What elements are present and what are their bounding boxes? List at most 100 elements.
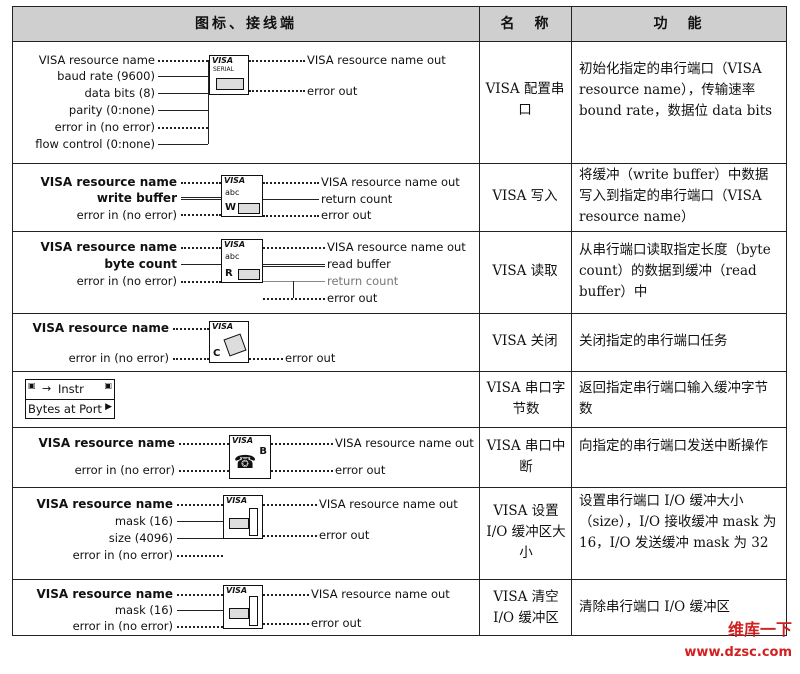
terminal-label: VISA resource name out xyxy=(307,53,446,67)
visa-close-diagram: VISA resource name error in (no error) V… xyxy=(13,313,473,371)
terminal-label: VISA resource name xyxy=(40,240,177,254)
terminal-label: VISA resource name out xyxy=(321,175,460,189)
function-description: 关闭指定的串行端口任务 xyxy=(579,333,728,349)
icon-title: VISA xyxy=(232,436,254,445)
visa-read-diagram: VISA resource name byte count error in (… xyxy=(13,231,473,313)
property-node: ▣ → Instr ▣ Bytes at Port ▶ xyxy=(25,379,115,419)
icon-title: VISA xyxy=(224,176,246,185)
table-row: VISA resource name write buffer error in… xyxy=(13,163,786,231)
terminal-label: return count xyxy=(327,274,399,288)
function-description: 返回指定串行端口输入缓冲字节数 xyxy=(579,380,768,417)
visa-write-icon: VISA abc W xyxy=(221,175,263,217)
terminal-label: error in (no error) xyxy=(74,463,175,477)
visa-read-icon: VISA abc R xyxy=(221,239,263,283)
terminal-label: error in (no error) xyxy=(76,208,177,222)
terminal-label: VISA resource name xyxy=(32,321,169,335)
function-name: VISA 配置串口 xyxy=(485,81,565,118)
table-row: VISA resource name mask (16) error in (n… xyxy=(13,579,786,635)
function-table: 图标、接线端 名 称 功 能 VISA resource name baud r… xyxy=(12,6,787,636)
visa-serial-icon: VISA SERIAL xyxy=(209,55,249,95)
terminal-label: VISA resource name xyxy=(36,497,173,511)
terminal-label: VISA resource name xyxy=(36,587,173,601)
terminal-label: size (4096) xyxy=(108,531,173,545)
icon-title: VISA xyxy=(212,322,234,331)
table-row: VISA resource name byte count error in (… xyxy=(13,231,786,313)
icon-subtitle: SERIAL xyxy=(213,66,234,73)
visa-flush-buffer-diagram: VISA resource name mask (16) error in (n… xyxy=(13,579,473,635)
terminal-label: VISA resource name xyxy=(38,436,175,450)
header-function: 功 能 xyxy=(653,16,705,32)
function-description: 初始化指定的串行端口（VISA resource name），传输速率 boun… xyxy=(579,61,773,119)
function-name: VISA 写入 xyxy=(492,188,558,204)
visa-set-buffer-size-diagram: VISA resource name mask (16) size (4096)… xyxy=(13,487,473,579)
terminal-label: error out xyxy=(307,84,358,98)
function-description: 将缓冲（write buffer）中数据写入到指定的串行端口（VISA reso… xyxy=(579,167,769,225)
visa-flush-buffer-icon: VISA xyxy=(223,585,263,629)
terminal-label: error out xyxy=(285,351,336,365)
table-row: VISA resource name baud rate (9600) data… xyxy=(13,41,786,163)
table-row: VISA resource name error in (no error) V… xyxy=(13,427,786,487)
function-description: 设置串行端口 I/O 缓冲大小（size），I/O 接收缓冲 mask 为 16… xyxy=(579,493,777,551)
terminal-label: parity (0:none) xyxy=(68,103,155,117)
terminal-label: error in (no error) xyxy=(68,351,169,365)
terminal-label: VISA resource name out xyxy=(327,240,466,254)
terminal-label: byte count xyxy=(104,257,177,271)
terminal-label: VISA resource name out xyxy=(335,436,474,450)
icon-text: abc xyxy=(225,188,240,197)
terminal-label: error in (no error) xyxy=(72,619,173,633)
watermark-url: www.dzsc.com xyxy=(684,645,792,660)
icon-title: VISA xyxy=(224,240,246,249)
terminal-label: VISA resource name xyxy=(38,53,155,67)
icon-text: abc xyxy=(225,252,240,261)
property-item: Bytes at Port xyxy=(28,402,102,416)
table-row: VISA resource name mask (16) size (4096)… xyxy=(13,487,786,579)
terminal-label: write buffer xyxy=(96,191,177,205)
table-row: VISA resource name error in (no error) V… xyxy=(13,313,786,371)
visa-bytes-at-port-diagram: ▣ → Instr ▣ Bytes at Port ▶ xyxy=(13,371,473,427)
function-name: VISA 串口中断 xyxy=(486,438,566,475)
visa-close-icon: VISA C xyxy=(209,321,249,363)
terminal-label: error out xyxy=(311,616,362,630)
icon-title: VISA xyxy=(226,586,248,595)
visa-set-buffer-icon: VISA xyxy=(223,495,263,539)
terminal-label: read buffer xyxy=(327,257,391,271)
property-class: Instr xyxy=(58,382,84,396)
terminal-label: error out xyxy=(327,291,378,305)
arrow-right-icon: ▶ xyxy=(105,402,112,412)
function-name: VISA 设置 I/O 缓冲区大小 xyxy=(486,503,566,561)
function-description: 从串行端口读取指定长度（byte count）的数据到缓冲（read buffe… xyxy=(579,242,771,300)
icon-letter: R xyxy=(225,268,233,279)
function-description: 向指定的串行端口发送中断操作 xyxy=(579,438,768,454)
phone-icon: ☎ xyxy=(234,452,257,472)
terminal-label: baud rate (9600) xyxy=(57,69,155,83)
terminal-label: mask (16) xyxy=(114,514,173,528)
visa-configure-serial-diagram: VISA resource name baud rate (9600) data… xyxy=(13,41,473,163)
ref-out-icon: ▣ xyxy=(104,381,112,390)
table-row: ▣ → Instr ▣ Bytes at Port ▶ VISA 串口字节数 返… xyxy=(13,371,786,427)
terminal-label: mask (16) xyxy=(114,603,173,617)
function-name: VISA 清空 I/O 缓冲区 xyxy=(493,589,559,626)
visa-break-icon: VISA B ☎ xyxy=(229,435,271,479)
terminal-label: VISA resource name out xyxy=(319,497,458,511)
terminal-label: VISA resource name out xyxy=(311,587,450,601)
terminal-label: VISA resource name xyxy=(40,175,177,189)
function-name: VISA 串口字节数 xyxy=(486,380,566,417)
visa-break-diagram: VISA resource name error in (no error) V… xyxy=(13,427,474,487)
icon-title: VISA xyxy=(226,496,248,505)
terminal-label: data bits (8) xyxy=(84,86,156,100)
terminal-label: error in (no error) xyxy=(54,120,155,134)
terminal-label: error in (no error) xyxy=(76,274,177,288)
watermark-logo-text: 维库一下 xyxy=(727,620,792,639)
header-name: 名 称 xyxy=(500,16,552,32)
terminal-label: error in (no error) xyxy=(72,548,173,562)
terminal-label: error out xyxy=(319,528,370,542)
terminal-label: flow control (0:none) xyxy=(35,137,155,151)
terminal-label: return count xyxy=(321,192,393,206)
icon-letter: B xyxy=(259,446,267,457)
visa-write-diagram: VISA resource name write buffer error in… xyxy=(13,163,473,231)
function-description: 清除串行端口 I/O 缓冲区 xyxy=(579,599,731,615)
ref-icon: ▣ xyxy=(28,381,36,390)
table-header: 图标、接线端 名 称 功 能 xyxy=(13,7,786,42)
header-icon-terminals: 图标、接线端 xyxy=(195,16,297,32)
function-name: VISA 关闭 xyxy=(492,333,558,349)
